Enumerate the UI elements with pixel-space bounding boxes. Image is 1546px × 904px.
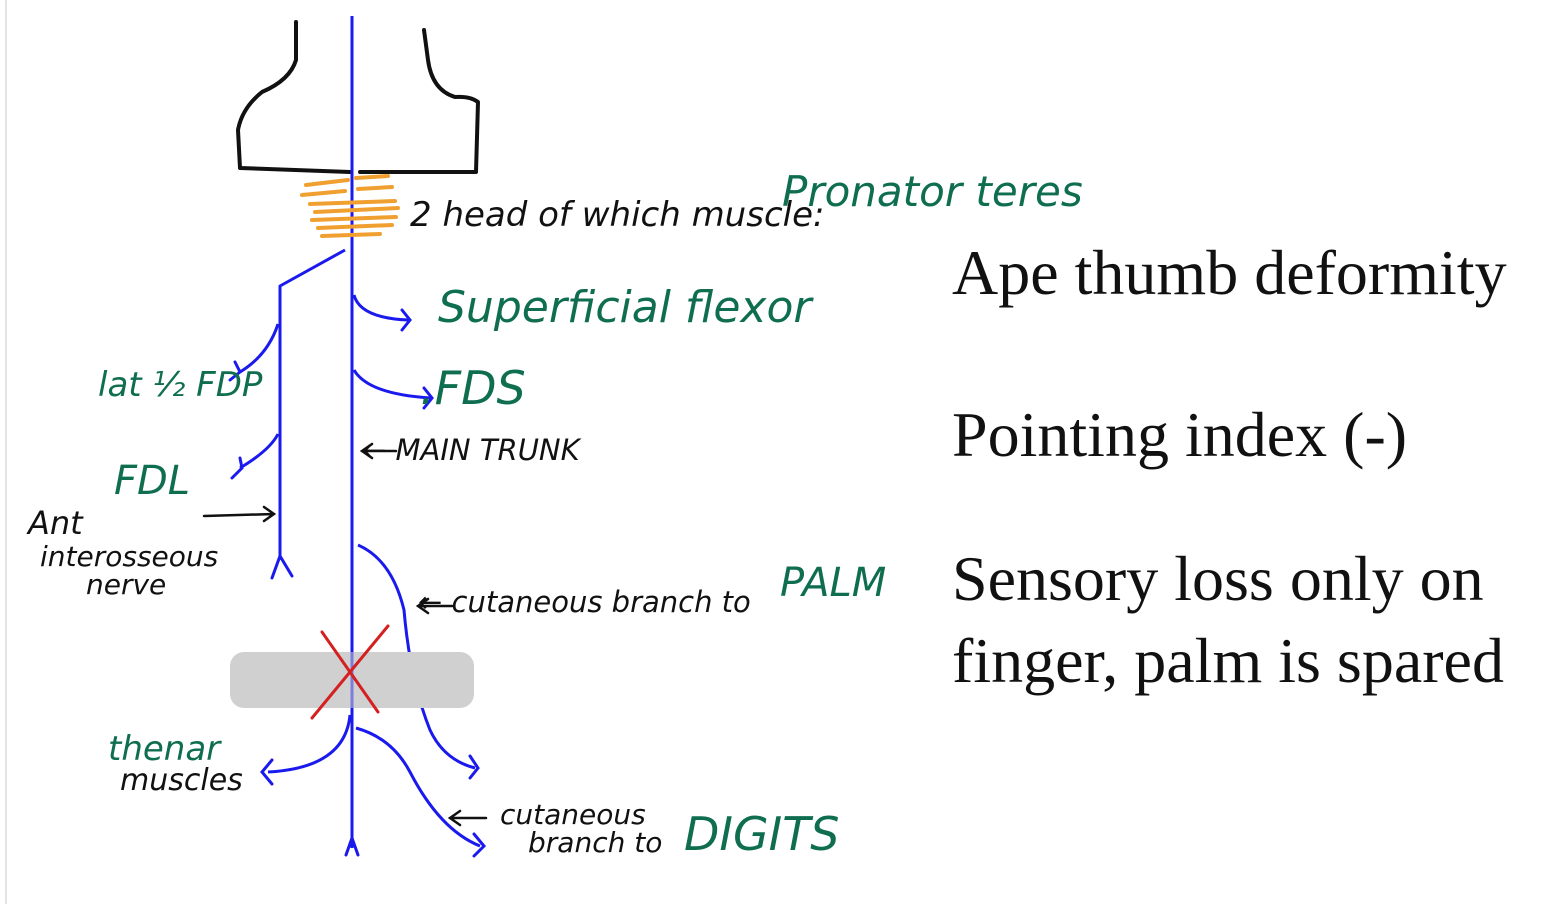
fdl-branch	[239, 433, 280, 470]
fdp-branch	[239, 323, 280, 374]
digital-cutaneous-branch	[355, 726, 481, 848]
pronator-teres-heads	[300, 174, 400, 238]
superficial-flexor-branch	[352, 294, 409, 322]
ape-thumb-note: Ape thumb deformity	[952, 237, 1507, 308]
lesion-cross	[310, 624, 390, 720]
ant-interosseous-label-line3: nerve	[86, 568, 166, 601]
main-trunk-ending	[344, 833, 360, 857]
palm-label: PALM	[780, 560, 886, 606]
ant-interosseous-label-line2: interosseous	[40, 540, 218, 573]
anterior-interosseous-nerve	[278, 248, 346, 560]
thenar-label: thenar	[108, 729, 222, 769]
ant-interosseous-label-line1: Ant	[26, 504, 84, 542]
clinical-notes: Ape thumb deformity Pointing index (-) S…	[952, 232, 1532, 702]
superficial-flexor-ending	[400, 308, 412, 332]
cutaneous-palm-label: ← cutaneous branch to	[418, 585, 751, 619]
cutaneous-digits-label-line2: branch to	[528, 826, 662, 859]
fdl-label: FDL	[114, 458, 190, 504]
digits-arrow	[447, 809, 488, 827]
main-trunk-label: ← MAIN TRUNK	[362, 433, 582, 467]
fdp-branch-ending	[228, 360, 242, 382]
two-head-question-label: 2 head of which muscle:	[410, 195, 824, 235]
digits-label: DIGITS	[684, 807, 840, 861]
humerus-outline	[236, 20, 480, 174]
fds-branch-ending	[422, 386, 434, 410]
pointing-index-note: Pointing index (-)	[952, 399, 1408, 470]
digital-cutaneous-ending	[472, 832, 487, 858]
sensory-loss-note: Sensory loss only on finger, palm is spa…	[952, 543, 1504, 696]
lat-half-fdp-label: lat ½ FDP	[98, 365, 263, 405]
thenar-branch-ending	[260, 758, 274, 786]
superficial-flexor-label: Superficial flexor	[438, 282, 814, 333]
ant-interosseous-arrow	[202, 505, 277, 523]
main-trunk-arrow	[359, 442, 398, 460]
cutaneous-digits-label-line1: cutaneous	[500, 798, 646, 831]
palmar-cutaneous-ending	[468, 754, 480, 780]
fdl-branch-ending	[230, 456, 244, 480]
thenar-branch	[267, 714, 352, 774]
anterior-interosseous-ending	[270, 552, 294, 580]
pronator-teres-label: Pronator teres	[782, 167, 1083, 216]
muscles-label: muscles	[120, 763, 243, 798]
palm-arrow	[415, 597, 454, 615]
fds-label: .FDS	[420, 361, 526, 415]
fds-branch	[352, 369, 431, 400]
flexor-retinaculum-band	[230, 652, 474, 708]
